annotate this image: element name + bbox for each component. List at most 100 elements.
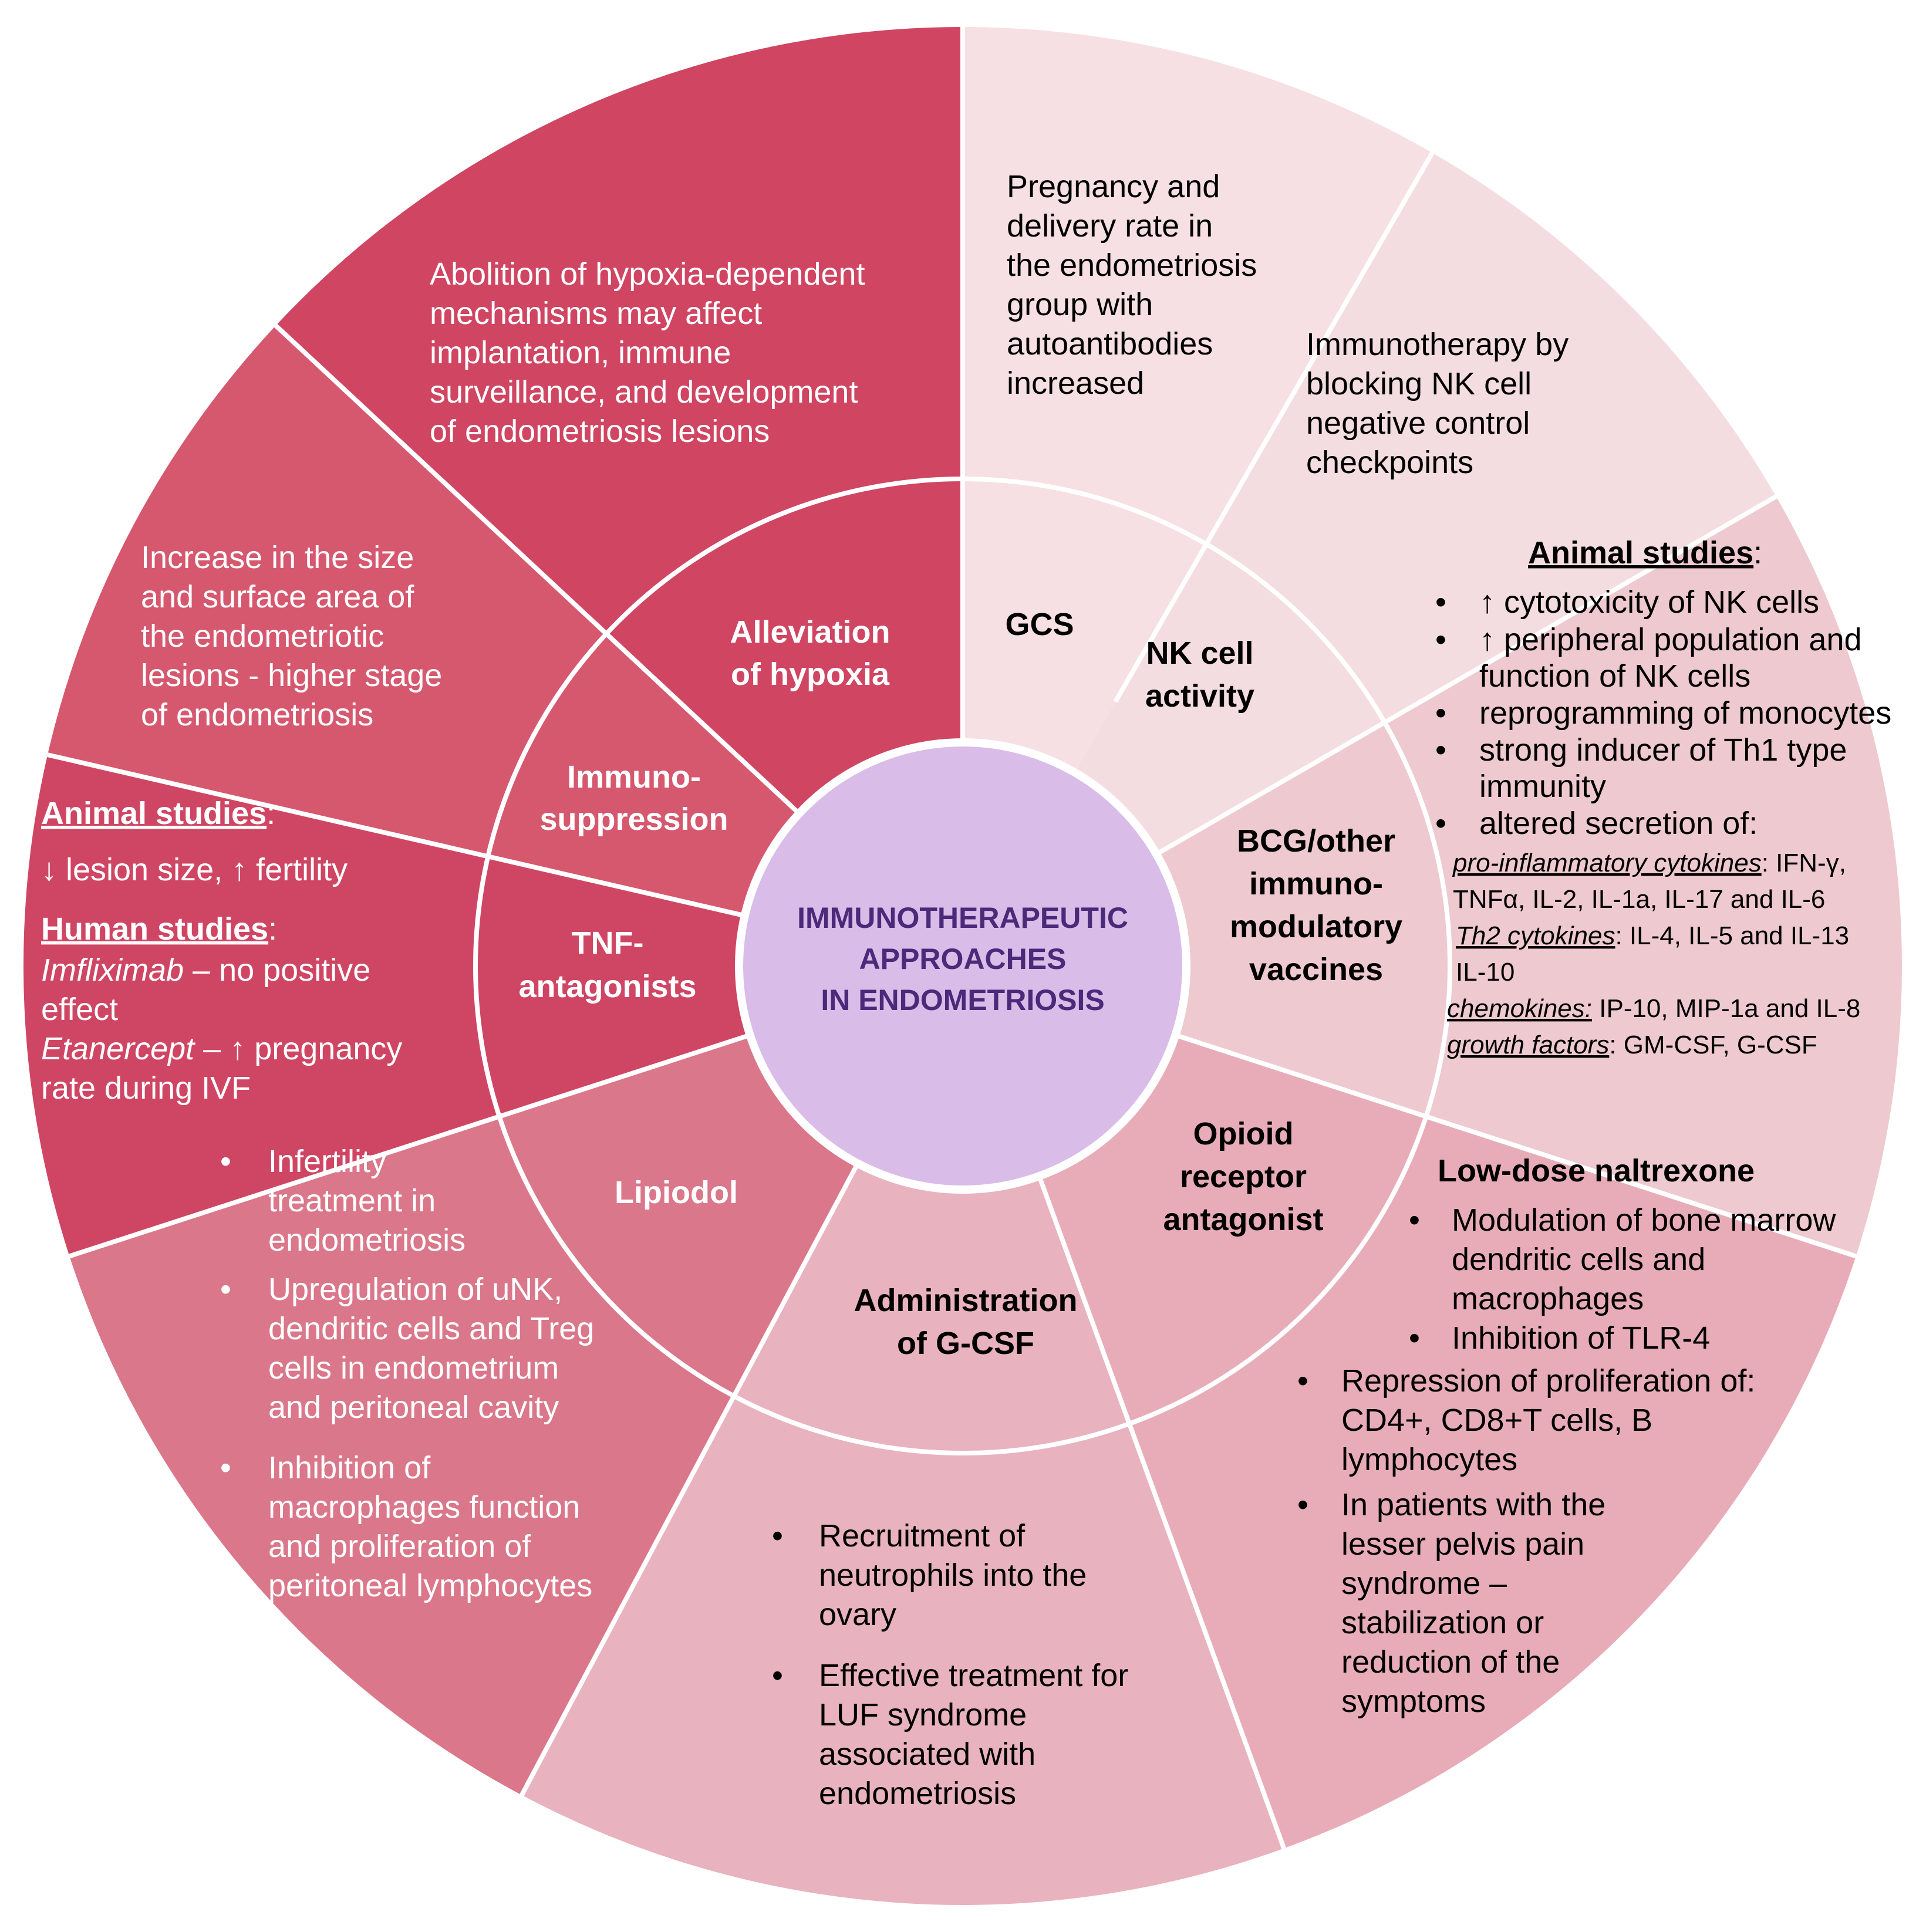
outer-text-nk: Immunotherapy by blocking NK cell negati… (1306, 327, 1569, 480)
hypoxia-text-line-4: surveillance, and development (430, 374, 858, 410)
tnf-animal-heading-label: Animal studies (41, 796, 267, 831)
center-circle (735, 738, 1190, 1194)
immuno-text-line-5: of endometriosis (141, 697, 373, 732)
label-nk-cell-activity: NK cell activity (1145, 636, 1254, 714)
outer-text-tnf: Animal studies: ↓ lesion size, ↑ fertili… (41, 796, 402, 1106)
tnf-human-heading: Human studies: (41, 911, 277, 947)
bcg-bullet-3-dot: • (1435, 695, 1446, 731)
immuno-text-line-3: the endometriotic (141, 619, 384, 654)
sector-divider-4 (69, 1032, 751, 1259)
sector-divider-8 (1155, 494, 1777, 856)
immuno-text-line-4: lesions - higher stage (141, 658, 442, 693)
nk-text-line-2: blocking NK cell (1306, 366, 1532, 401)
sector-divider-2 (274, 323, 801, 816)
sector-divider-3 (47, 752, 746, 918)
sector-lipiodol (69, 966, 963, 1795)
label-tnf-antagonists: TNF- antagonists (518, 926, 696, 1004)
cytokine-term-chemokines: chemokines: (1447, 994, 1592, 1023)
wheel-dividers (47, 27, 1857, 1849)
label-hypoxia-line-1: Alleviation (730, 614, 890, 650)
bcg-bullet-4-dot: • (1435, 732, 1446, 768)
label-tnf-line-2: antagonists (518, 969, 696, 1004)
gcsf-bullet-2-cont-2: associated with (819, 1737, 1035, 1772)
tnf-drug-1: Imfliximab – no positive (41, 953, 370, 988)
bcg-heading-label: Animal studies (1528, 535, 1753, 570)
bcg-bullet-4: strong inducer of Th1 type (1479, 732, 1847, 768)
outer-text-lipiodol: • Infertility treatment in endometriosis… (220, 1144, 594, 1603)
opioid-bullet-1: Repression of proliferation of: (1341, 1363, 1755, 1399)
label-bcg-line-2: immuno- (1249, 866, 1383, 901)
label-opioid-line-1: Opioid (1193, 1116, 1294, 1151)
opioid-bullet-2-cont-2: syndrome – (1341, 1566, 1507, 1601)
cytokine-values-3: : IL-4, IL-5 and IL-13 (1615, 921, 1849, 950)
center-title: IMMUNOTHERAPEUTIC APPROACHES IN ENDOMETR… (797, 901, 1128, 1016)
opioid-bullet-2-cont-4: reduction of the (1341, 1644, 1560, 1680)
bcg-bullet-2-dot: • (1435, 622, 1446, 657)
lipiodol-bullet-2-cont-2: cells in endometrium (268, 1350, 559, 1386)
label-gcsf-line-2: of G-CSF (897, 1326, 1034, 1361)
sector-hypoxia (275, 27, 963, 966)
bcg-heading: Animal studies: (1528, 535, 1762, 570)
tnf-drug-2: Etanercept – ↑ pregnancy (41, 1031, 402, 1066)
nk-text-line-4: checkpoints (1306, 445, 1473, 480)
tnf-drug-1-cont: effect (41, 992, 118, 1027)
opioid-sub-bullet-1-dot: • (1409, 1203, 1420, 1238)
label-hypoxia-line-2: of hypoxia (731, 657, 890, 692)
bcg-bullet-2-cont: function of NK cells (1479, 658, 1750, 694)
opioid-sub-bullet-1: Modulation of bone marrow (1452, 1203, 1836, 1238)
tnf-drug-1-effect: – no positive (184, 953, 370, 988)
center-title-line-1: IMMUNOTHERAPEUTIC (797, 901, 1128, 934)
opioid-bullet-2-cont-5: symptoms (1341, 1684, 1486, 1719)
opioid-sub-bullet-1-cont-2: macrophages (1452, 1281, 1644, 1316)
opioid-bullet-2-cont-3: stabilization or (1341, 1605, 1544, 1640)
label-nk-line-1: NK cell (1146, 636, 1253, 671)
label-lipiodol-line-1: Lipiodol (615, 1175, 738, 1210)
lipiodol-bullet-1-dot: • (220, 1144, 231, 1179)
gcsf-bullet-1-cont-1: neutrophils into the (819, 1558, 1087, 1593)
bcg-bullet-1-dot: • (1435, 585, 1446, 620)
opioid-bullet-2: In patients with the (1341, 1487, 1605, 1522)
tnf-human-heading-label: Human studies (41, 911, 268, 947)
opioid-bullet-1-cont-1: CD4+, CD8+T cells, B (1341, 1403, 1652, 1438)
label-alleviation-of-hypoxia: Alleviation of hypoxia (730, 614, 890, 692)
label-bcg-line-4: vaccines (1249, 952, 1383, 987)
gcs-text-line-4: group with (1007, 287, 1153, 322)
bcg-bullets: • ↑ cytotoxicity of NK cells • ↑ periphe… (1435, 585, 1891, 841)
opioid-sub-bullet-1-cont-1: dendritic cells and (1452, 1242, 1705, 1277)
bcg-cytokine-line-1: pro-inflammatory cytokines: IFN-γ, (1452, 849, 1846, 877)
gcsf-bullet-1-dot: • (772, 1518, 783, 1553)
tnf-animal-heading-colon: : (267, 796, 275, 831)
tnf-animal-heading: Animal studies: (41, 796, 275, 831)
outer-text-bcg: Animal studies: • ↑ cytotoxicity of NK c… (1435, 535, 1891, 1059)
gcsf-bullet-2-cont-3: endometriosis (819, 1776, 1016, 1811)
gcs-text-line-6: increased (1007, 366, 1144, 401)
gcs-text-line-3: the endometriosis (1007, 248, 1257, 283)
opioid-sub-bullet-2-dot: • (1409, 1320, 1420, 1356)
opioid-bullet-1-cont-2: lymphocytes (1341, 1442, 1517, 1477)
gcsf-bullet-1-cont-2: ovary (819, 1597, 896, 1632)
hypoxia-text-line-1: Abolition of hypoxia-dependent (430, 256, 865, 292)
hypoxia-text-line-3: implantation, immune (430, 335, 731, 370)
tnf-animal-text: ↓ lesion size, ↑ fertility (41, 852, 348, 887)
label-immuno-line-1: Immuno- (567, 759, 701, 795)
label-gcs: GCS (1005, 607, 1074, 642)
bcg-cytokine-list: pro-inflammatory cytokines: IFN-γ, TNFα,… (1447, 849, 1860, 1059)
bcg-heading-colon: : (1753, 535, 1762, 570)
cytokine-term-th2: Th2 cytokines (1456, 921, 1615, 950)
cytokine-term-growth-factors: growth factors (1447, 1031, 1609, 1059)
gcsf-bullet-1: Recruitment of (819, 1518, 1026, 1553)
gcsf-bullet-2: Effective treatment for (819, 1658, 1128, 1693)
nk-text-line-1: Immunotherapy by (1306, 327, 1569, 362)
gcs-text-line-1: Pregnancy and (1007, 169, 1220, 204)
gcsf-bullet-2-cont-1: LUF syndrome (819, 1697, 1027, 1732)
label-bcg-line-1: BCG/other (1237, 823, 1395, 859)
sector-gcsf (521, 966, 1284, 1905)
outer-text-hypoxia: Abolition of hypoxia-dependent mechanism… (430, 256, 865, 449)
center-title-line-2: APPROACHES (859, 943, 1067, 975)
bcg-cytokine-line-6: growth factors: GM-CSF, G-CSF (1447, 1031, 1817, 1059)
opioid-bullet-1-dot: • (1297, 1363, 1308, 1399)
hypoxia-text-line-2: mechanisms may affect (430, 296, 762, 331)
bcg-cytokine-line-5: chemokines: IP-10, MIP-1a and IL-8 (1447, 994, 1860, 1023)
opioid-bullet-2-dot: • (1297, 1487, 1308, 1522)
